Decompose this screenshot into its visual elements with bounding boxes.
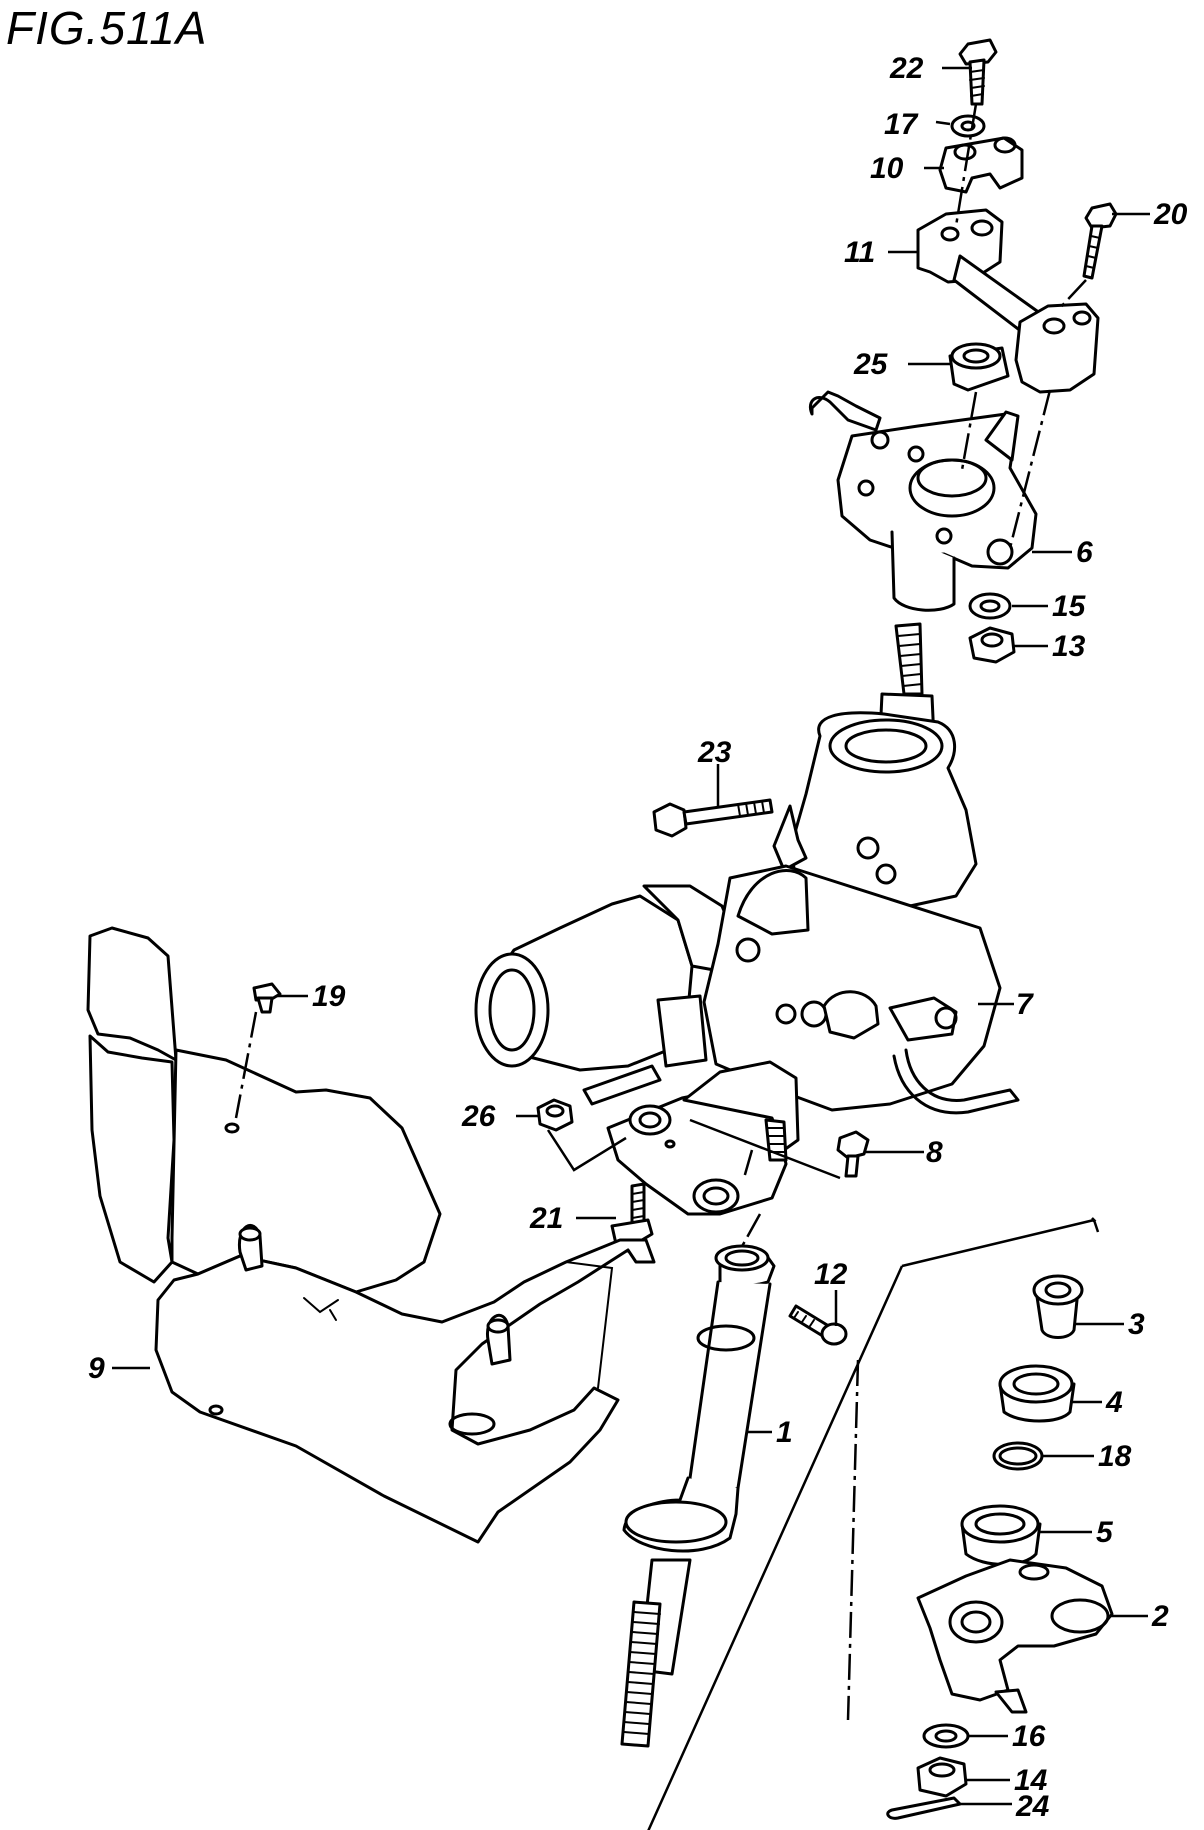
- callout-20: 20: [1153, 198, 1188, 231]
- part-10-upper-clamp: [938, 136, 1024, 194]
- part-12-bolt: [788, 1304, 848, 1346]
- part-17-washer: [950, 114, 986, 138]
- part-18-o-ring: [992, 1441, 1044, 1471]
- callout-9: 9: [88, 1352, 105, 1385]
- callout-10: 10: [870, 152, 904, 185]
- callout-26: 26: [461, 1100, 496, 1133]
- leader-lines: [112, 66, 1150, 1806]
- part-19-clip: [252, 982, 282, 1014]
- callout-13: 13: [1052, 630, 1086, 663]
- callout-4: 4: [1105, 1386, 1123, 1419]
- part-16-washer: [922, 1723, 970, 1749]
- part-14-nut: [916, 1756, 968, 1798]
- part-2-lower-bracket: [916, 1558, 1114, 1714]
- part-4-dust-seal: [998, 1364, 1076, 1423]
- callout-14: 14: [1014, 1764, 1048, 1797]
- callout-21: 21: [529, 1202, 563, 1235]
- part-6-upper-bracket: [809, 390, 1038, 612]
- callout-labels: 22 17 10 20 11 25 6 15 13 23 19 7 26 8 2…: [88, 52, 1188, 1823]
- callout-22: 22: [889, 52, 924, 85]
- callout-19: 19: [312, 980, 346, 1013]
- callout-23: 23: [697, 736, 732, 769]
- part-8-bolt: [836, 1130, 870, 1178]
- assembly-center-lines: [234, 103, 1087, 1721]
- figure-title: FIG.511A: [6, 2, 207, 54]
- callout-1: 1: [776, 1416, 793, 1449]
- part-26-nut: [536, 1098, 574, 1132]
- callout-25: 25: [853, 348, 889, 381]
- group-outline: [1092, 1219, 1100, 1233]
- part-7-steering-unit: [474, 622, 1020, 1216]
- callout-11: 11: [844, 236, 875, 269]
- callout-5: 5: [1096, 1516, 1114, 1549]
- part-5-bearing: [960, 1504, 1042, 1566]
- callout-7: 7: [1016, 988, 1034, 1021]
- part-13-nut: [968, 626, 1016, 664]
- callout-15: 15: [1052, 590, 1087, 623]
- callout-6: 6: [1076, 536, 1093, 569]
- part-24-cotter-pin: [886, 1796, 962, 1820]
- part-23-bolt: [652, 798, 774, 838]
- callout-2: 2: [1151, 1600, 1169, 1633]
- part-20-bolt: [1082, 202, 1118, 280]
- callout-24: 24: [1015, 1790, 1050, 1823]
- callout-18: 18: [1098, 1440, 1132, 1473]
- callout-16: 16: [1012, 1720, 1046, 1753]
- part-22-bolt: [958, 38, 998, 106]
- part-3-collar: [1032, 1274, 1084, 1339]
- part-1-steering-stem: [620, 1244, 776, 1748]
- part-25-bushing: [948, 342, 1010, 392]
- callout-3: 3: [1128, 1308, 1145, 1341]
- part-9-cover: [86, 926, 656, 1544]
- callout-8: 8: [926, 1136, 943, 1169]
- callout-17: 17: [884, 108, 919, 141]
- part-11-handlebar-holder: [916, 208, 1100, 394]
- callout-12: 12: [814, 1258, 848, 1291]
- part-21-bolt: [610, 1182, 654, 1248]
- part-15-washer: [968, 592, 1012, 620]
